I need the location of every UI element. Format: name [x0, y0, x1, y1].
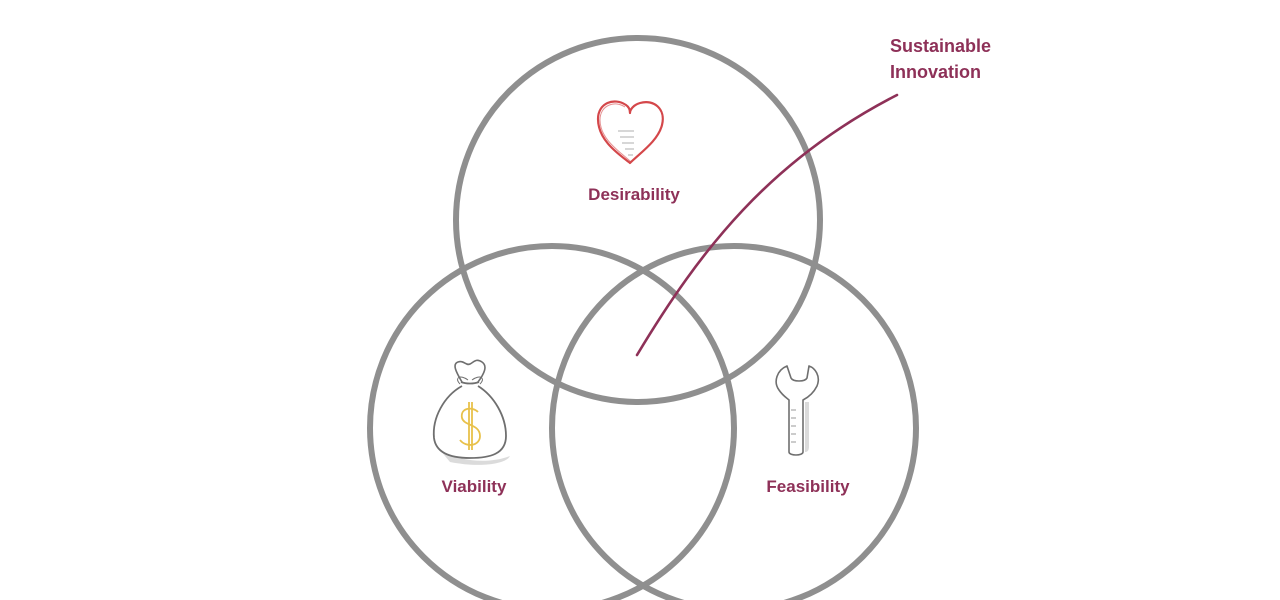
feasibility-label: Feasibility	[766, 477, 850, 496]
circles-group	[367, 35, 919, 600]
desirability-label: Desirability	[588, 185, 680, 204]
sustainable-innovation-pointer	[635, 93, 899, 357]
viability-label: Viability	[442, 477, 507, 496]
money-bag-icon	[432, 359, 510, 465]
viability-circle	[367, 243, 737, 600]
wrench-icon	[775, 365, 820, 456]
heart-icon	[596, 100, 664, 165]
feasibility-circle	[549, 243, 919, 600]
sustainable-innovation-label-line2: Innovation	[890, 62, 981, 82]
sustainable-innovation-label-line1: Sustainable	[890, 36, 991, 56]
desirability-circle	[453, 35, 823, 405]
